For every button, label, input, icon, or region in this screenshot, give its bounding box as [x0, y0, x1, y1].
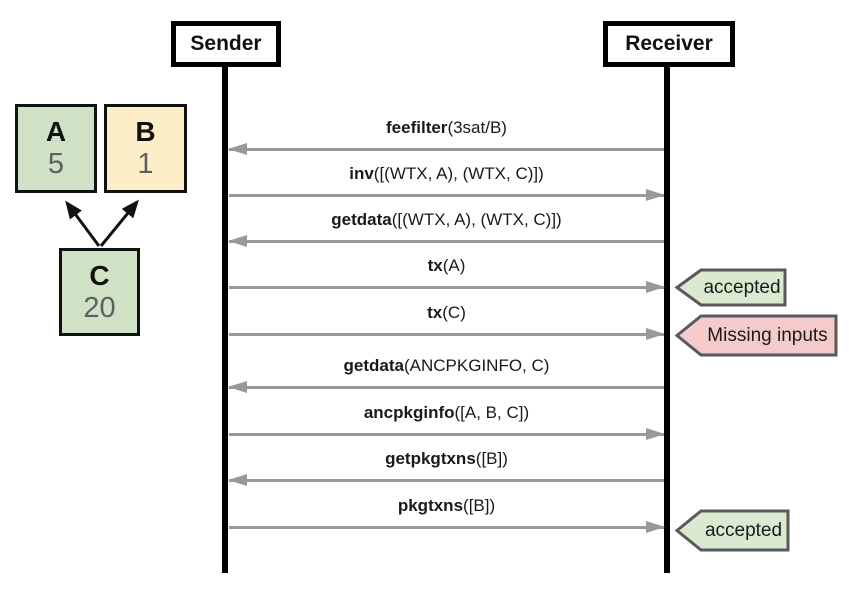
message-label: tx(A) — [427, 256, 466, 275]
result-tag-label: accepted — [703, 276, 781, 298]
message-label: getdata([(WTX, A), (WTX, C)]) — [331, 210, 562, 229]
actor-sender-label: Sender — [190, 32, 262, 55]
tx-node-a-fee: 5 — [47, 148, 65, 180]
message-inv: inv([(WTX, A), (WTX, C)]) — [229, 161, 665, 202]
arrow-to-receiver — [229, 327, 665, 341]
tag-shape — [674, 268, 787, 307]
tx-node-c: C 20 — [59, 248, 140, 336]
actor-receiver: Receiver — [603, 21, 735, 67]
message-label: getdata(ANCPKGINFO, C) — [343, 356, 550, 375]
tag-shape — [674, 314, 838, 357]
result-tag-accepted-tx-a: accepted — [674, 268, 787, 307]
message-label: inv([(WTX, A), (WTX, C)]) — [349, 164, 544, 183]
arrow-to-receiver — [229, 280, 665, 294]
message-getdata-wtx: getdata([(WTX, A), (WTX, C)]) — [228, 207, 664, 248]
tag-shape — [674, 509, 790, 552]
arrow-to-sender — [228, 142, 664, 156]
message-pkgtxns: pkgtxns([B]) — [229, 493, 665, 534]
message-label: pkgtxns([B]) — [397, 496, 496, 515]
tx-node-a-label: A — [45, 116, 67, 147]
arrowhead — [228, 234, 247, 247]
arrowhead — [646, 327, 665, 340]
arrow-to-sender — [228, 380, 664, 394]
edge-c-to-b — [99, 199, 139, 247]
tx-node-b-label: B — [135, 116, 156, 147]
tx-node-a: A 5 — [15, 104, 97, 193]
message-getpkgtxns: getpkgtxns([B]) — [228, 446, 664, 487]
result-tag-label: accepted — [704, 519, 783, 541]
arrowhead — [646, 520, 665, 533]
message-tx-a: tx(A) — [229, 253, 665, 294]
tx-node-c-fee: 20 — [83, 291, 116, 324]
message-tx-c: tx(C) — [229, 300, 665, 341]
tx-node-c-label: C — [89, 259, 110, 291]
message-label: feefilter(3sat/B) — [386, 118, 507, 137]
message-getdata-ancpkginfo: getdata(ANCPKGINFO, C) — [228, 353, 664, 394]
tx-node-b: B 1 — [104, 104, 187, 193]
arrowhead — [228, 380, 247, 393]
arrowhead — [228, 142, 247, 155]
result-tag-label: Missing inputs — [707, 324, 828, 346]
message-label: ancpkginfo([A, B, C]) — [363, 403, 530, 422]
arrowhead — [646, 427, 665, 440]
message-feefilter: feefilter(3sat/B) — [228, 115, 664, 156]
result-tag-accepted-pkgtxns: accepted — [674, 509, 790, 552]
actor-sender: Sender — [171, 21, 281, 67]
receiver-lifeline — [664, 64, 670, 573]
sender-lifeline — [222, 64, 228, 573]
result-tag-missing-inputs: Missing inputs — [674, 314, 838, 357]
arrow-to-sender — [228, 473, 664, 487]
arrow-to-sender — [228, 234, 664, 248]
arrow-to-receiver — [229, 188, 665, 202]
edge-c-to-a — [65, 200, 101, 247]
arrowhead — [646, 188, 665, 201]
arrow-to-receiver — [229, 520, 665, 534]
message-label: tx(C) — [427, 303, 466, 322]
arrowhead — [646, 280, 665, 293]
arrowhead — [228, 473, 247, 486]
message-label: getpkgtxns([B]) — [385, 449, 508, 468]
message-ancpkginfo: ancpkginfo([A, B, C]) — [229, 400, 665, 441]
arrow-to-receiver — [229, 427, 665, 441]
tx-node-b-fee: 1 — [137, 148, 154, 180]
actor-receiver-label: Receiver — [625, 32, 713, 55]
